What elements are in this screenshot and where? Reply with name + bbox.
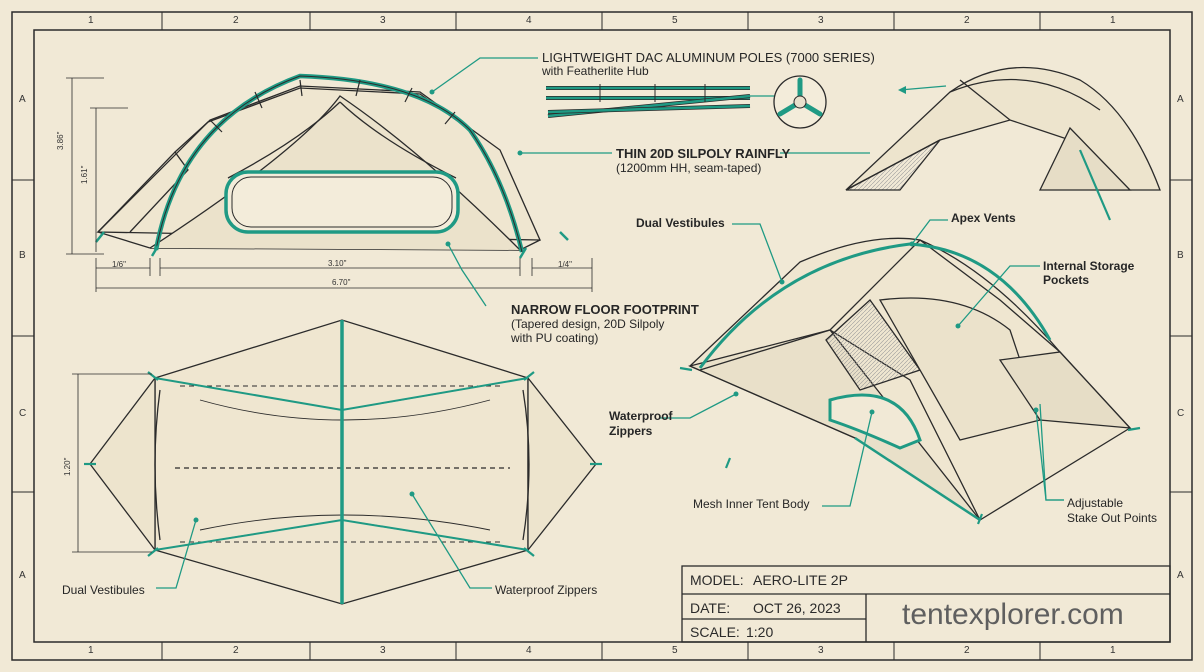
scale-value: 1:20 [746, 624, 774, 640]
main-stakes [679, 366, 1141, 525]
callout-rainfly-title: THIN 20D SILPOLY RAINFLY [616, 146, 791, 161]
callout-poles-title: LIGHTWEIGHT DAC ALUMINUM POLES (7000 SER… [542, 50, 875, 65]
callout-dual-vestibules-plan: Dual Vestibules [62, 583, 145, 597]
grid-top-3: 3 [380, 15, 386, 26]
grid-right-a: A [1177, 94, 1184, 105]
side-dimension-lines [66, 77, 593, 292]
dim-inner-length: 3.10" [328, 259, 347, 268]
dim-height-inner: 1.61" [80, 165, 89, 184]
callout-floor-sub2: with PU coating) [511, 331, 599, 345]
dim-height-outer: 3.86" [56, 131, 65, 150]
callout-floor-title: NARROW FLOOR FOOTPRINT [511, 302, 699, 317]
grid-top-2: 2 [233, 15, 239, 26]
leader-dots [193, 89, 1039, 523]
plan-pole-b [154, 518, 529, 551]
website-watermark: tentexplorer.com [902, 598, 1124, 631]
callout-poles-sub: with Featherlite Hub [542, 64, 649, 78]
plan-pole-a [154, 377, 529, 412]
grid-top-1: 1 [88, 15, 94, 26]
grid-bottom-1: 1 [88, 645, 94, 656]
grid-right-c: C [1177, 408, 1185, 419]
grid-top-7: 2 [964, 15, 970, 26]
callout-storage-line2: Pockets [1043, 273, 1090, 287]
grid-bottom-2: 2 [233, 645, 239, 656]
grid-top-6: 3 [818, 15, 824, 26]
callout-floor-sub1: (Tapered design, 20D Silpoly [511, 317, 665, 331]
callout-waterproof-zippers-plan: Waterproof Zippers [495, 583, 598, 597]
grid-ticks [12, 12, 1192, 660]
grid-left-c: C [19, 408, 27, 419]
grid-top-5: 5 [672, 15, 678, 26]
pole-clips [209, 79, 456, 133]
grid-bottom-4: 4 [526, 645, 532, 656]
main-door [828, 393, 922, 450]
pole-set-detail [546, 75, 827, 129]
grid-left-a: A [19, 94, 26, 105]
scale-label: SCALE: [690, 624, 740, 640]
callout-leaders [156, 57, 1064, 589]
model-label: MODEL: [690, 572, 744, 588]
callout-dual-vestibules: Dual Vestibules [636, 216, 725, 230]
dim-vestibule-right: 1/4" [558, 260, 572, 269]
dim-plan-width: 1.20" [63, 457, 72, 476]
callout-mesh-body: Mesh Inner Tent Body [693, 497, 810, 511]
callout-storage-line1: Internal Storage [1043, 259, 1135, 273]
callout-stake-line1: Adjustable [1067, 496, 1124, 510]
callout-stake-line2: Stake Out Points [1067, 511, 1158, 525]
grid-right-d: A [1177, 570, 1184, 581]
corner-perspective-view [845, 66, 1161, 191]
grid-bottom-5: 5 [672, 645, 678, 656]
grid-top-4: 4 [526, 15, 532, 26]
main-pole-2 [854, 436, 981, 522]
main-pole-1 [698, 242, 1052, 369]
grid-bottom-7: 2 [964, 645, 970, 656]
dim-total-length: 6.70" [332, 278, 351, 287]
grid-bottom-8: 1 [1110, 645, 1116, 656]
callout-zippers-line2: Zippers [609, 424, 653, 438]
callout-zippers-line1: Waterproof [609, 409, 673, 423]
grid-right-b: B [1177, 250, 1184, 261]
plan-stakes [84, 371, 602, 557]
grid-bottom-3: 3 [380, 645, 386, 656]
main-perspective-view [688, 237, 1132, 521]
plan-dimension-lines [72, 373, 152, 553]
date-label: DATE: [690, 600, 731, 616]
model-value: AERO-LITE 2P [753, 572, 848, 588]
title-block-grid [681, 565, 1171, 643]
grid-top-8: 1 [1110, 15, 1116, 26]
callout-rainfly-sub: (1200mm HH, seam-taped) [616, 161, 762, 175]
date-value: OCT 26, 2023 [753, 600, 841, 616]
grid-left-d: A [19, 570, 26, 581]
grid-left-b: B [19, 250, 26, 261]
side-stakes [95, 231, 569, 259]
grid-bottom-6: 3 [818, 645, 824, 656]
dim-vestibule-left: 1/6" [112, 260, 126, 269]
side-door-panel [224, 170, 460, 234]
callout-apex-vents: Apex Vents [951, 211, 1016, 225]
